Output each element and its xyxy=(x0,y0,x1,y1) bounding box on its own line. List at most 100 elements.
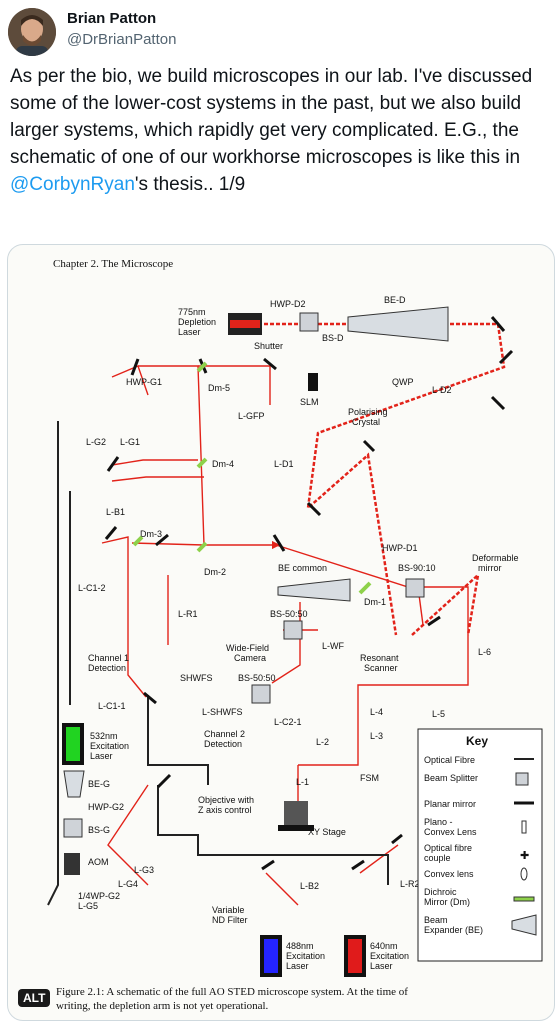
author-handle[interactable]: @DrBrianPatton xyxy=(67,31,177,48)
svg-text:Dm-5: Dm-5 xyxy=(208,383,230,393)
svg-text:532nm: 532nm xyxy=(90,731,118,741)
svg-text:L-GFP: L-GFP xyxy=(238,411,265,421)
svg-text:L-C1-2: L-C1-2 xyxy=(78,583,106,593)
chapter-heading: Chapter 2. The Microscope xyxy=(53,258,173,270)
legend-key: Key Optical Fibre Beam Splitter Planar m… xyxy=(417,728,543,962)
svg-text:Plano -: Plano - xyxy=(424,817,453,827)
svg-text:Laser: Laser xyxy=(370,961,393,971)
svg-text:L-4: L-4 xyxy=(370,707,383,717)
author-name[interactable]: Brian Patton xyxy=(67,10,157,27)
svg-text:Planar mirror: Planar mirror xyxy=(424,799,476,809)
svg-text:HWP-D1: HWP-D1 xyxy=(382,543,418,553)
svg-text:L-G1: L-G1 xyxy=(120,437,140,447)
svg-text:Mirror (Dm): Mirror (Dm) xyxy=(424,897,470,907)
svg-text:L-SHWFS: L-SHWFS xyxy=(202,707,243,717)
mention-link[interactable]: @CorbynRyan xyxy=(10,174,135,195)
svg-text:couple: couple xyxy=(424,853,451,863)
svg-text:L-G2: L-G2 xyxy=(86,437,106,447)
avatar[interactable] xyxy=(8,8,56,56)
svg-text:Deformable: Deformable xyxy=(472,553,519,563)
svg-text:L-WF: L-WF xyxy=(322,641,344,651)
svg-text:L-D1: L-D1 xyxy=(274,459,294,469)
svg-text:L-5: L-5 xyxy=(432,709,445,719)
svg-text:Polarising: Polarising xyxy=(348,407,388,417)
svg-text:Key: Key xyxy=(466,734,488,748)
svg-text:BE-G: BE-G xyxy=(88,779,110,789)
svg-text:Excitation: Excitation xyxy=(90,741,129,751)
svg-text:775nm: 775nm xyxy=(178,307,206,317)
svg-text:Dichroic: Dichroic xyxy=(424,887,457,897)
figure-caption-2: writing, the depletion arm is not yet op… xyxy=(56,1000,269,1012)
svg-text:HWP-D2: HWP-D2 xyxy=(270,299,306,309)
svg-text:L-3: L-3 xyxy=(370,731,383,741)
svg-text:Dm-4: Dm-4 xyxy=(212,459,234,469)
svg-text:Excitation: Excitation xyxy=(370,951,409,961)
svg-text:BS-50:50: BS-50:50 xyxy=(238,673,276,683)
svg-text:Beam Splitter: Beam Splitter xyxy=(424,773,478,783)
svg-text:L-2: L-2 xyxy=(316,737,329,747)
svg-text:L-6: L-6 xyxy=(478,647,491,657)
media-image[interactable]: Chapter 2. The Microscope 775nm Dep xyxy=(7,244,555,1021)
svg-text:BS-D: BS-D xyxy=(322,333,344,343)
svg-text:Camera: Camera xyxy=(234,653,266,663)
svg-text:Optical fibre: Optical fibre xyxy=(424,843,472,853)
svg-text:Scanner: Scanner xyxy=(364,663,398,673)
svg-text:Objective with: Objective with xyxy=(198,795,254,805)
dichroic-mirrors xyxy=(132,361,372,595)
svg-text:BE common: BE common xyxy=(278,563,327,573)
svg-text:Optical Fibre: Optical Fibre xyxy=(424,755,475,765)
svg-text:L-R1: L-R1 xyxy=(178,609,198,619)
svg-text:Laser: Laser xyxy=(286,961,309,971)
svg-text:640nm: 640nm xyxy=(370,941,398,951)
svg-text:Dm-2: Dm-2 xyxy=(204,567,226,577)
tweet-text-after: 's thesis.. 1/9 xyxy=(134,174,246,195)
tweet-text-before: As per the bio, we build microscopes in … xyxy=(10,66,533,168)
svg-text:Wide-Field: Wide-Field xyxy=(226,643,269,653)
svg-text:Detection: Detection xyxy=(88,663,126,673)
svg-text:Beam: Beam xyxy=(424,915,448,925)
svg-text:488nm: 488nm xyxy=(286,941,314,951)
svg-text:Expander (BE): Expander (BE) xyxy=(424,925,483,935)
figure-caption-1: Figure 2.1: A schematic of the full AO S… xyxy=(56,986,408,998)
svg-text:SLM: SLM xyxy=(300,397,319,407)
depletion-laser: 775nm Depletion Laser xyxy=(178,307,262,337)
svg-text:L-G3: L-G3 xyxy=(134,865,154,875)
svg-text:L-C2-1: L-C2-1 xyxy=(274,717,302,727)
svg-text:AOM: AOM xyxy=(88,857,109,867)
svg-text:L-1: L-1 xyxy=(296,777,309,787)
svg-text:BS-50:50: BS-50:50 xyxy=(270,609,308,619)
svg-text:Laser: Laser xyxy=(178,327,201,337)
svg-text:Convex lens: Convex lens xyxy=(424,869,474,879)
svg-text:L-B2: L-B2 xyxy=(300,881,319,891)
svg-text:mirror: mirror xyxy=(478,563,502,573)
svg-text:L-C1-1: L-C1-1 xyxy=(98,701,126,711)
svg-text:L-R2: L-R2 xyxy=(400,879,420,889)
tweet-text: As per the bio, we build microscopes in … xyxy=(10,63,550,198)
svg-text:Detection: Detection xyxy=(204,739,242,749)
svg-text:BE-D: BE-D xyxy=(384,295,406,305)
svg-text:XY Stage: XY Stage xyxy=(308,827,346,837)
svg-text:BS-90:10: BS-90:10 xyxy=(398,563,436,573)
svg-text:FSM: FSM xyxy=(360,773,379,783)
svg-text:HWP-G2: HWP-G2 xyxy=(88,802,124,812)
svg-text:HWP-G1: HWP-G1 xyxy=(126,377,162,387)
svg-text:L-B1: L-B1 xyxy=(106,507,125,517)
svg-text:ND Filter: ND Filter xyxy=(212,915,248,925)
svg-text:Z axis control: Z axis control xyxy=(198,805,252,815)
svg-text:Dm-1: Dm-1 xyxy=(364,597,386,607)
alt-badge[interactable]: ALT xyxy=(18,989,51,1007)
svg-text:Resonant: Resonant xyxy=(360,653,399,663)
svg-text:L-G4: L-G4 xyxy=(118,879,138,889)
svg-text:Channel 1: Channel 1 xyxy=(88,653,129,663)
svg-text:Laser: Laser xyxy=(90,751,113,761)
svg-text:Crystal: Crystal xyxy=(352,417,380,427)
svg-text:Convex Lens: Convex Lens xyxy=(424,827,477,837)
svg-text:✚: ✚ xyxy=(520,850,529,862)
svg-text:Variable: Variable xyxy=(212,905,244,915)
svg-text:SHWFS: SHWFS xyxy=(180,673,213,683)
svg-text:L-D2: L-D2 xyxy=(432,385,452,395)
svg-text:BS-G: BS-G xyxy=(88,825,110,835)
svg-text:L-G5: L-G5 xyxy=(78,901,98,911)
svg-text:QWP: QWP xyxy=(392,377,414,387)
svg-text:Dm-3: Dm-3 xyxy=(140,529,162,539)
